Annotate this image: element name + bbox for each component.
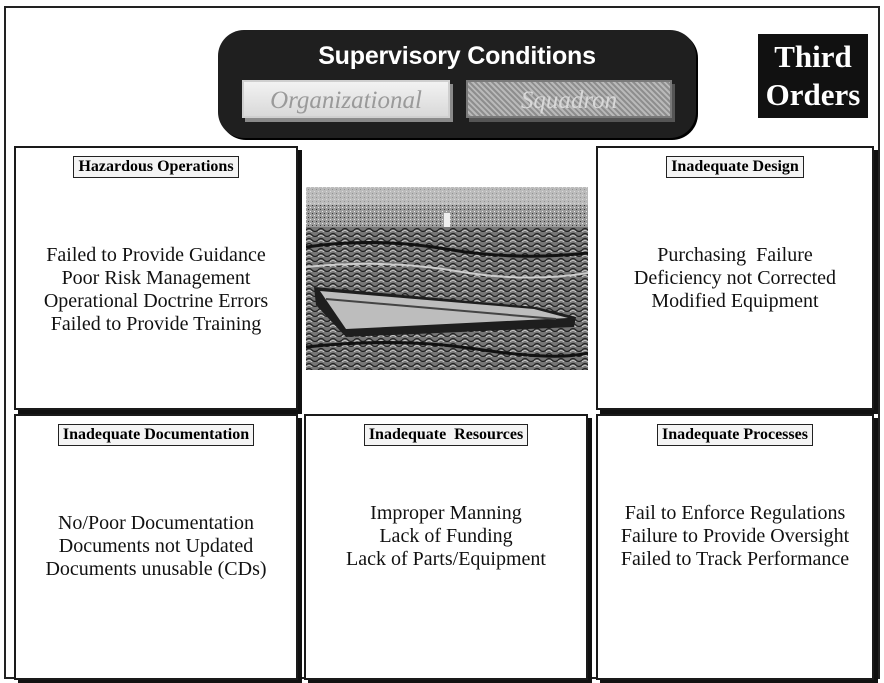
list-item: Lack of Funding [379,525,513,547]
list-item: Improper Manning [370,502,522,524]
list-item: Failed to Provide Guidance [46,244,266,266]
list-item: No/Poor Documentation [57,512,255,534]
list-item: Lack of Parts/Equipment [346,548,546,570]
box-item-list: Fail to Enforce Regulations Failure to P… [598,502,872,571]
third-orders-line1: Third [774,39,852,74]
list-item: Failure to Provide Oversight [620,525,850,547]
photo-graphic [306,187,588,370]
box-inadequate-design: Inadequate Design Purchasing Failure Def… [596,146,874,410]
box-hazardous-operations: Hazardous Operations Failed to Provide G… [14,146,298,410]
list-item: Deficiency not Corrected [633,267,837,289]
box-title: Inadequate Documentation [57,424,255,446]
box-item-list: Purchasing Failure Deficiency not Correc… [598,244,872,313]
list-item: Fail to Enforce Regulations [624,502,846,524]
box-item-list: Failed to Provide Guidance Poor Risk Man… [16,244,296,336]
box-item-list: Improper Manning Lack of Funding Lack of… [306,502,586,571]
box-title: Inadequate Processes [657,424,813,446]
box-title: Hazardous Operations [73,156,239,178]
list-item: Failed to Provide Training [50,313,262,335]
list-item: Documents not Updated [58,535,254,557]
tab-organizational[interactable]: Organizational [242,80,450,118]
box-title: Inadequate Design [666,156,804,178]
list-item: Documents unusable (CDs) [45,558,267,580]
box-item-list: No/Poor Documentation Documents not Upda… [16,512,296,581]
third-orders-label: Third Orders [758,34,868,118]
tab-squadron[interactable]: Squadron [466,80,672,118]
header-title: Supervisory Conditions [318,42,596,70]
list-item: Modified Equipment [651,290,819,312]
box-title: Inadequate Resources [363,424,529,446]
box-inadequate-documentation: Inadequate Documentation No/Poor Documen… [14,414,298,680]
box-inadequate-resources: Inadequate Resources Improper Manning La… [304,414,588,680]
list-item: Operational Doctrine Errors [43,290,269,312]
third-orders-line2: Orders [765,77,861,112]
box-inadequate-processes: Inadequate Processes Fail to Enforce Reg… [596,414,874,680]
list-item: Poor Risk Management [61,267,251,289]
list-item: Purchasing Failure [657,244,813,266]
list-item: Failed to Track Performance [620,548,850,570]
aircraft-carrier-photo [306,187,588,370]
header-panel: Supervisory Conditions Organizational Sq… [218,30,696,138]
